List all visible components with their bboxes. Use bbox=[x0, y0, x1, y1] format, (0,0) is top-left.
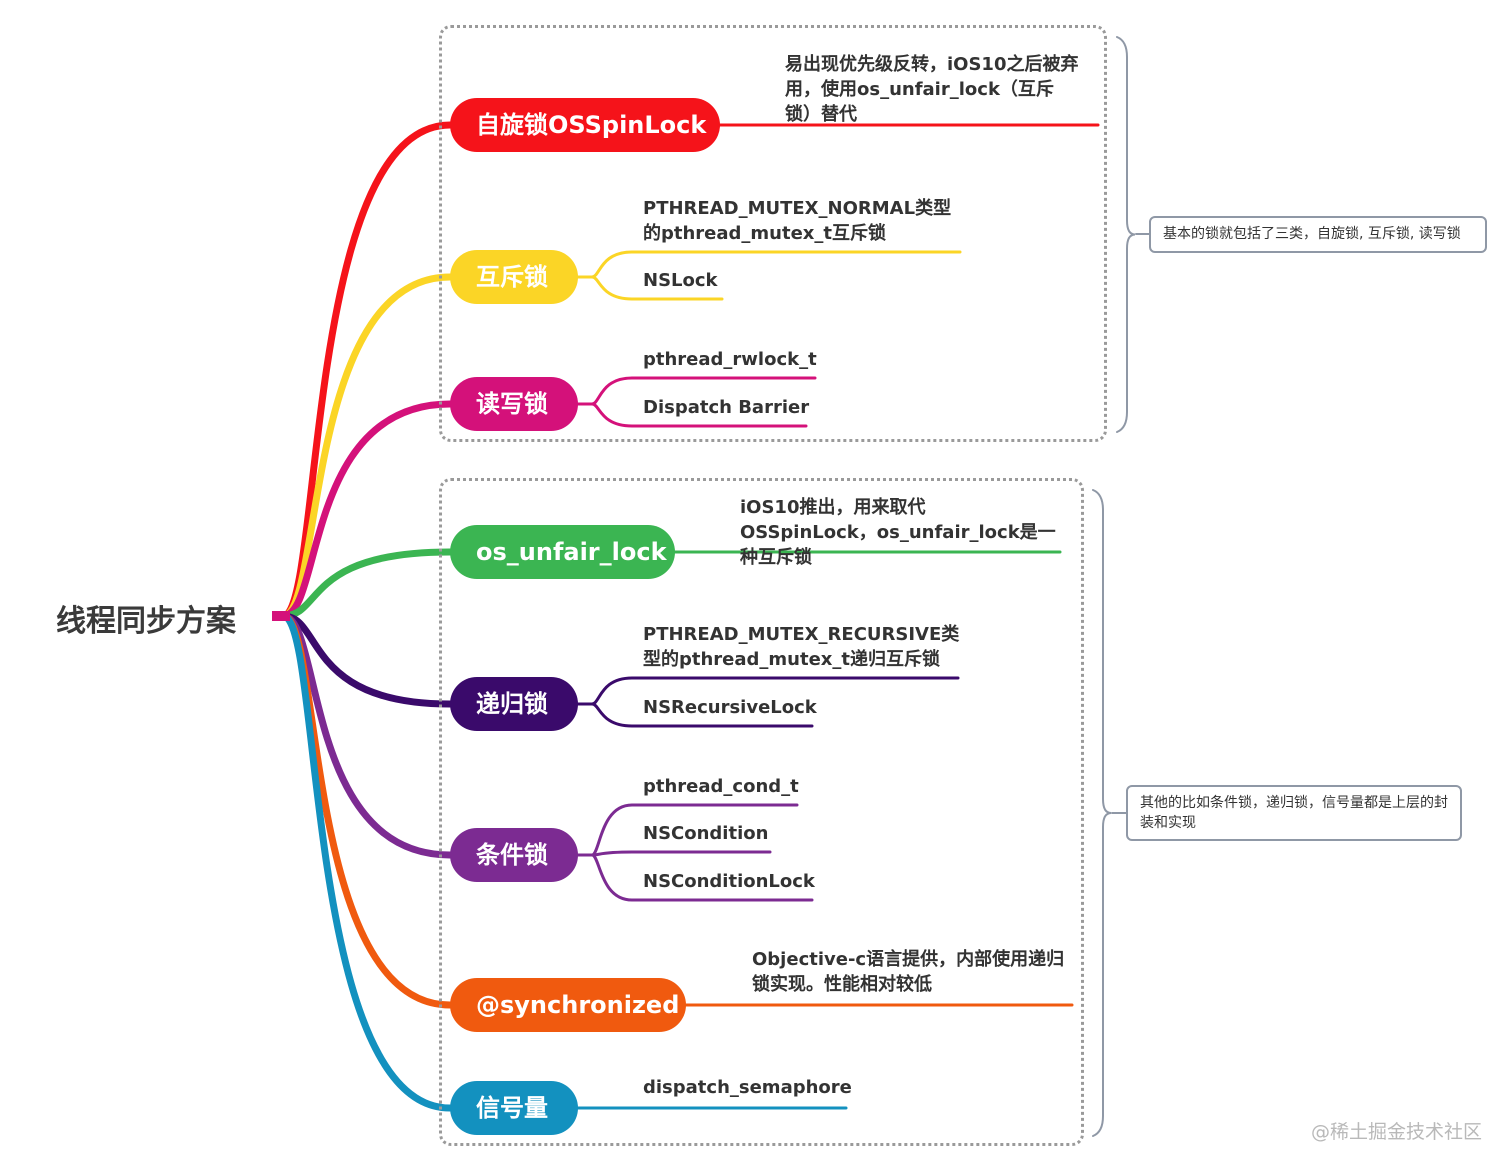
branch-topic-2[interactable]: 读写锁 bbox=[450, 377, 578, 431]
group-other-locks bbox=[439, 478, 1084, 1146]
leaf-connector-2-1 bbox=[576, 402, 808, 428]
branch-topic-3[interactable]: os_unfair_lock bbox=[450, 525, 675, 579]
curly-bracket-icon bbox=[1092, 489, 1112, 1137]
leaf-connector-1-1 bbox=[576, 275, 724, 301]
watermark: @稀土掘金技术社区 bbox=[1310, 1121, 1482, 1143]
leaf-topic-4-0[interactable]: PTHREAD_MUTEX_RECURSIVE类型的pthread_mutex_… bbox=[643, 624, 960, 670]
leaf-topic-6-0[interactable]: Objective-c语言提供，内部使用递归锁实现。性能相对较低 bbox=[752, 949, 1065, 995]
leaf-topic-1-0[interactable]: PTHREAD_MUTEX_NORMAL类型的pthread_mutex_t互斥… bbox=[643, 198, 952, 244]
branch-topic-4[interactable]: 递归锁 bbox=[450, 677, 578, 731]
leaf-topic-0-0[interactable]: 易出现优先级反转，iOS10之后被弃用，使用os_unfair_lock（互斥锁… bbox=[785, 54, 1079, 125]
leaf-topic-1-1[interactable]: NSLock bbox=[643, 270, 718, 291]
leaf-connector-4-1 bbox=[576, 702, 814, 728]
branch-topic-0[interactable]: 自旋锁OSSpinLock bbox=[450, 98, 720, 152]
branch-connector-6 bbox=[279, 612, 454, 1009]
branch-topic-6[interactable]: @synchronized bbox=[450, 978, 686, 1032]
leaf-topic-2-0[interactable]: pthread_rwlock_t bbox=[643, 349, 817, 370]
leaf-connector-5-2 bbox=[576, 853, 814, 902]
branch-topic-1[interactable]: 互斥锁 bbox=[450, 250, 578, 304]
branch-connector-4 bbox=[279, 612, 454, 708]
root-connector-stub bbox=[272, 611, 290, 621]
summary-basic-locks[interactable]: 基本的锁就包括了三类，自旋锁, 互斥锁, 读写锁 bbox=[1149, 216, 1487, 253]
leaf-topic-5-2[interactable]: NSConditionLock bbox=[643, 871, 815, 892]
branch-connector-7 bbox=[279, 612, 454, 1112]
leaf-topic-4-1[interactable]: NSRecursiveLock bbox=[643, 697, 817, 718]
group-basic-locks bbox=[439, 25, 1107, 442]
leaf-topic-5-0[interactable]: pthread_cond_t bbox=[643, 776, 799, 797]
leaf-topic-3-0[interactable]: iOS10推出，用来取代OSSpinLock，os_unfair_lock是一种… bbox=[740, 497, 1056, 568]
branch-topic-7[interactable]: 信号量 bbox=[450, 1081, 578, 1135]
leaf-topic-5-1[interactable]: NSCondition bbox=[643, 823, 769, 844]
branch-connector-3 bbox=[279, 548, 454, 620]
branch-connector-2 bbox=[279, 400, 454, 620]
summary-other-locks[interactable]: 其他的比如条件锁，递归锁，信号量都是上层的封装和实现 bbox=[1126, 785, 1462, 841]
leaf-topic-7-0[interactable]: dispatch_semaphore bbox=[643, 1077, 852, 1098]
root-topic[interactable]: 线程同步方案 bbox=[56, 604, 236, 639]
leaf-topic-2-1[interactable]: Dispatch Barrier bbox=[643, 397, 810, 418]
curly-bracket-icon bbox=[1116, 36, 1136, 433]
branch-topic-5[interactable]: 条件锁 bbox=[450, 828, 578, 882]
